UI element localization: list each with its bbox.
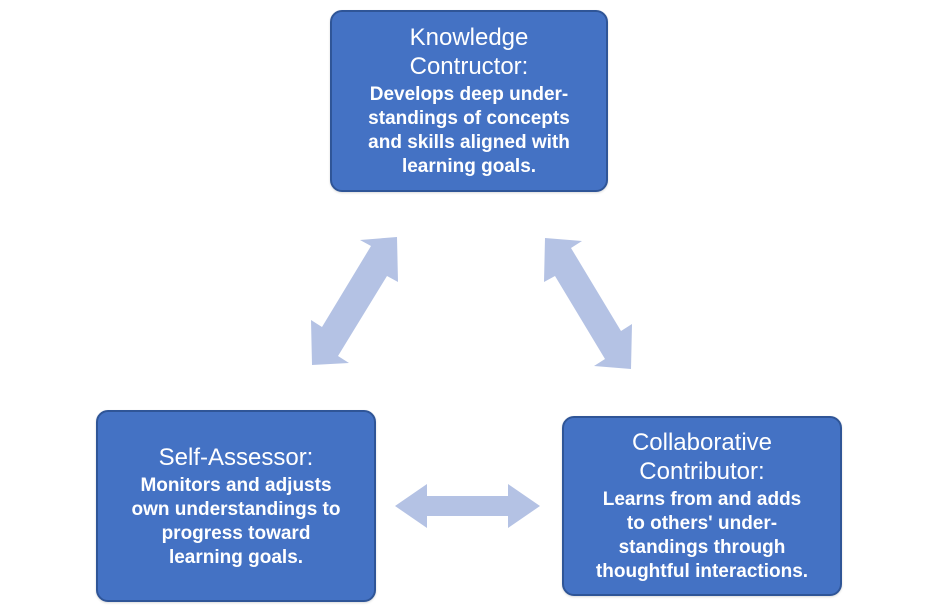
node-title-line: Contructor: <box>409 53 529 80</box>
collaborative-contributor-node: Collaborative Contributor: Learns from a… <box>562 416 842 596</box>
self-assessor-description: Monitors and adjusts own understandings … <box>132 474 341 570</box>
node-title-line: Collaborative <box>631 429 773 456</box>
node-desc-line: to others' under- <box>626 513 778 534</box>
double-arrow-knowledge-collaborative <box>544 238 632 369</box>
knowledge-constructor-node: Knowledge Contructor: Develops deep unde… <box>330 10 608 192</box>
node-title-line: Self-Assessor: <box>158 443 314 471</box>
node-desc-line: own understandings to <box>131 498 341 520</box>
self-assessor-node: Self-Assessor: Monitors and adjusts own … <box>96 410 376 602</box>
knowledge-constructor-description: Develops deep under- standings of concep… <box>368 83 570 179</box>
node-title-line: Knowledge <box>409 24 529 51</box>
self-assessor-title: Self-Assessor: <box>159 443 314 472</box>
node-desc-line: progress toward <box>161 522 311 544</box>
collaborative-contributor-title: Collaborative Contributor: <box>632 428 772 486</box>
node-desc-line: Monitors and adjusts <box>140 474 332 496</box>
double-arrow-knowledge-self-assessor <box>311 237 398 365</box>
node-desc-line: learning goals. <box>168 546 304 568</box>
knowledge-constructor-title: Knowledge Contructor: <box>410 23 529 81</box>
node-title-line: Contributor: <box>639 458 765 485</box>
node-desc-line: Learns from and adds <box>602 489 802 510</box>
node-desc-line: standings through <box>618 537 786 558</box>
double-arrow-self-assessor-collaborative <box>395 484 540 528</box>
node-desc-line: and skills aligned with <box>368 132 570 153</box>
node-desc-line: thoughtful interactions. <box>595 561 809 582</box>
collaborative-contributor-description: Learns from and adds to others' under- s… <box>596 488 808 584</box>
node-desc-line: Develops deep under- <box>369 84 569 105</box>
node-desc-line: learning goals. <box>401 156 537 177</box>
node-desc-line: standings of concepts <box>368 108 570 129</box>
